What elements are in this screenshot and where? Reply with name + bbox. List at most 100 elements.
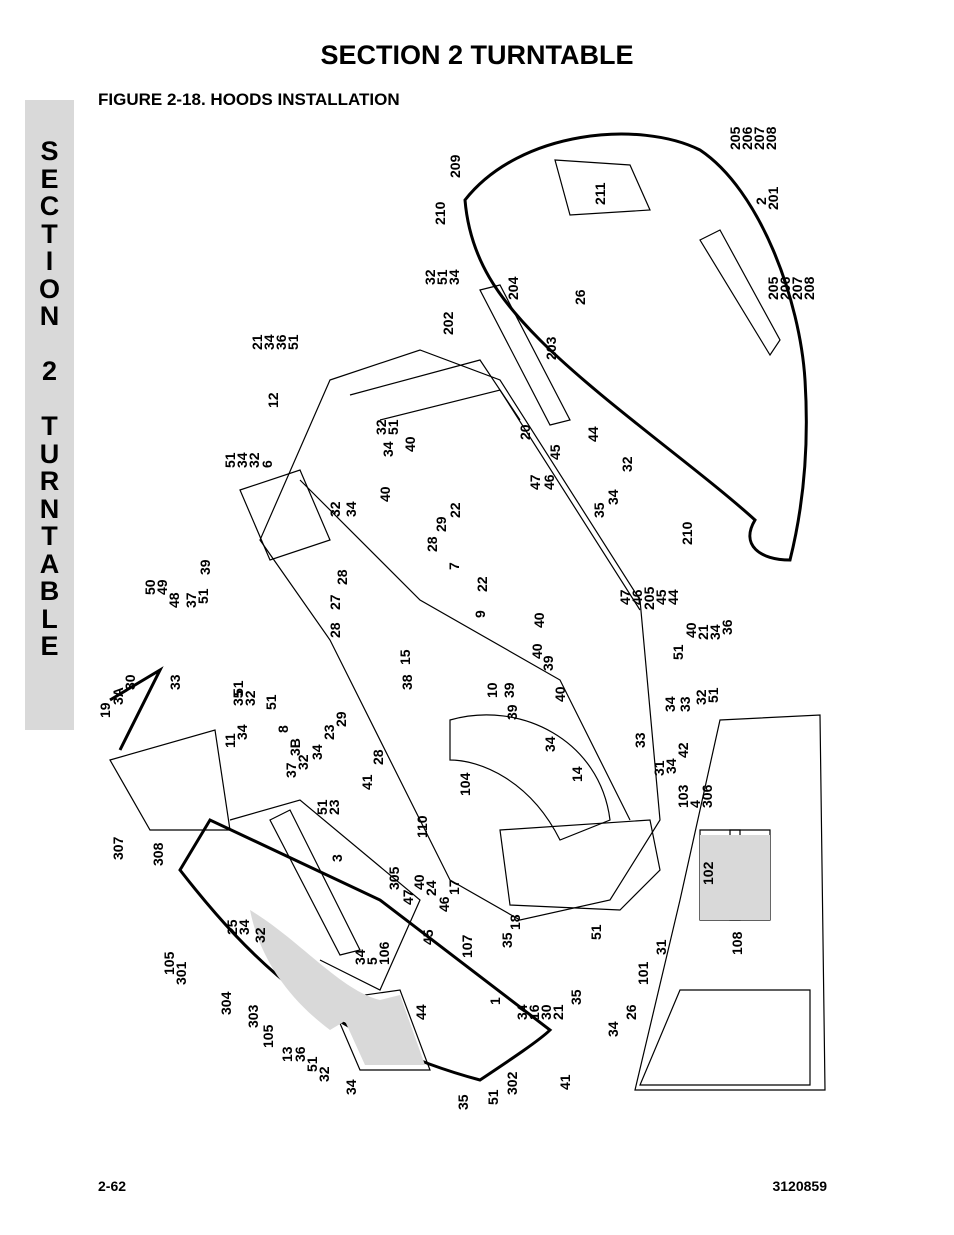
callout-label: 37 <box>283 762 299 778</box>
tab-letter: 2 <box>41 356 58 386</box>
callout-label: 22 <box>474 576 490 592</box>
front-hood-flap <box>329 989 431 1071</box>
callout-label: 35 <box>455 1094 471 1110</box>
turntable-front-face <box>449 714 611 841</box>
callout-label: 34 <box>236 919 252 935</box>
side-cover-outline <box>109 729 231 831</box>
callout-label: 46 <box>436 896 452 912</box>
callout-label: 28 <box>370 749 386 765</box>
callout-label: 45 <box>653 589 669 605</box>
callout-label: 47 <box>527 474 543 490</box>
callout-label: 3A <box>110 687 126 705</box>
callout-label: 105 <box>260 1024 276 1048</box>
callout-label: 206 <box>777 276 793 300</box>
callout-label: 44 <box>585 426 601 442</box>
callout-label: 51 <box>304 1056 320 1072</box>
callout-label: 105 <box>161 951 177 975</box>
callout-label: 205 <box>641 586 657 610</box>
callout-label: 19 <box>97 702 113 718</box>
callout-label: 34 <box>309 744 325 760</box>
callout-label: 31 <box>653 939 669 955</box>
callout-label: 304 <box>218 991 234 1015</box>
callout-label: 39 <box>504 704 520 720</box>
callout-label: 34 <box>234 452 250 468</box>
callout-label: 21 <box>249 334 265 350</box>
callout-label: 29 <box>433 516 449 532</box>
callout-label: 32 <box>316 1066 332 1082</box>
callout-label: 5 <box>364 957 380 965</box>
callout-label: 11 <box>222 733 238 748</box>
callout-label: 35 <box>591 502 607 518</box>
side-panel-lower-step <box>639 989 811 1086</box>
callout-label: 36 <box>273 334 289 350</box>
callout-label: 32 <box>242 690 258 706</box>
callout-label: 4 <box>687 800 703 808</box>
tab-letter: N <box>39 493 60 524</box>
callout-label: 3 <box>329 854 345 862</box>
section-title: SECTION 2 TURNTABLE <box>320 40 634 70</box>
callout-label: 32 <box>373 419 389 435</box>
callout-label: 40 <box>377 486 393 502</box>
turntable-inner-panel <box>299 479 631 821</box>
callout-label: 17 <box>446 879 462 895</box>
callout-label: 32 <box>327 501 343 517</box>
callout-label: 45 <box>420 929 436 945</box>
section-tab-letters: S E C T I O N 2 T U R N T A B L E <box>25 137 74 661</box>
turntable-deck <box>379 389 641 611</box>
side-panel-outline <box>634 714 826 1091</box>
callout-label: 33 <box>677 696 693 712</box>
callout-label: 32 <box>693 689 709 705</box>
callout-label: 34 <box>707 624 723 640</box>
callout-label: 102 <box>700 861 716 885</box>
callout-label: 202 <box>440 311 456 335</box>
callout-label: 21 <box>550 1004 566 1020</box>
front-hood-inner <box>229 799 421 991</box>
callout-label: 46 <box>541 474 557 490</box>
callout-label: 2 <box>753 197 769 205</box>
callout-label: 51 <box>314 799 330 815</box>
turntable-left-frame <box>239 469 331 561</box>
callout-label: 32 <box>619 456 635 472</box>
callout-label: 48 <box>166 592 182 608</box>
callout-label: 30 <box>538 1004 554 1020</box>
callout-label: 32 <box>422 269 438 285</box>
callout-label: 8 <box>275 725 291 733</box>
callout-label: 49 <box>154 579 170 595</box>
callout-label: 46 <box>629 589 645 605</box>
callout-label: 32 <box>252 927 268 943</box>
callout-label: 16 <box>526 1004 542 1020</box>
tab-letter: I <box>45 246 54 276</box>
callout-label: 34 <box>514 1004 530 1020</box>
tab-letter: T <box>41 521 58 551</box>
callout-label: 34 <box>662 696 678 712</box>
callout-label: 26 <box>572 289 588 305</box>
callout-label: 25 <box>224 919 240 935</box>
callout-label: 51 <box>222 452 238 468</box>
callout-label: 211 <box>592 182 608 205</box>
hoods-exploded-view-drawing: 209 210 211 205 206 207 208 2 201 205 20… <box>97 126 826 1110</box>
turntable-upper-bay <box>349 359 521 421</box>
callout-label: 205 <box>765 276 781 300</box>
turntable-base <box>499 819 661 911</box>
callout-label: 209 <box>447 154 463 178</box>
callout-label: 103 <box>675 784 691 808</box>
callout-label: 40 <box>683 622 699 638</box>
tab-letter: C <box>39 191 60 221</box>
callout-label: 51 <box>195 588 211 604</box>
callout-label: 104 <box>457 772 473 796</box>
tab-letter: B <box>39 576 60 606</box>
callout-label: 307 <box>110 836 126 860</box>
callout-label: 34 <box>352 949 368 965</box>
bracket-strip <box>479 284 571 426</box>
callout-label: 39 <box>540 655 556 671</box>
callout-label: 34 <box>261 334 277 350</box>
callout-label: 36 <box>292 1046 308 1062</box>
callout-label: 51 <box>588 924 604 940</box>
callout-label: 47 <box>400 889 416 905</box>
callout-label: 207 <box>751 126 767 150</box>
callout-label: 10 <box>484 682 500 698</box>
callout-label: 51 <box>670 644 686 660</box>
turntable-frame <box>259 349 661 921</box>
callout-label: 32 <box>246 452 262 468</box>
callout-label: 34 <box>542 736 558 752</box>
